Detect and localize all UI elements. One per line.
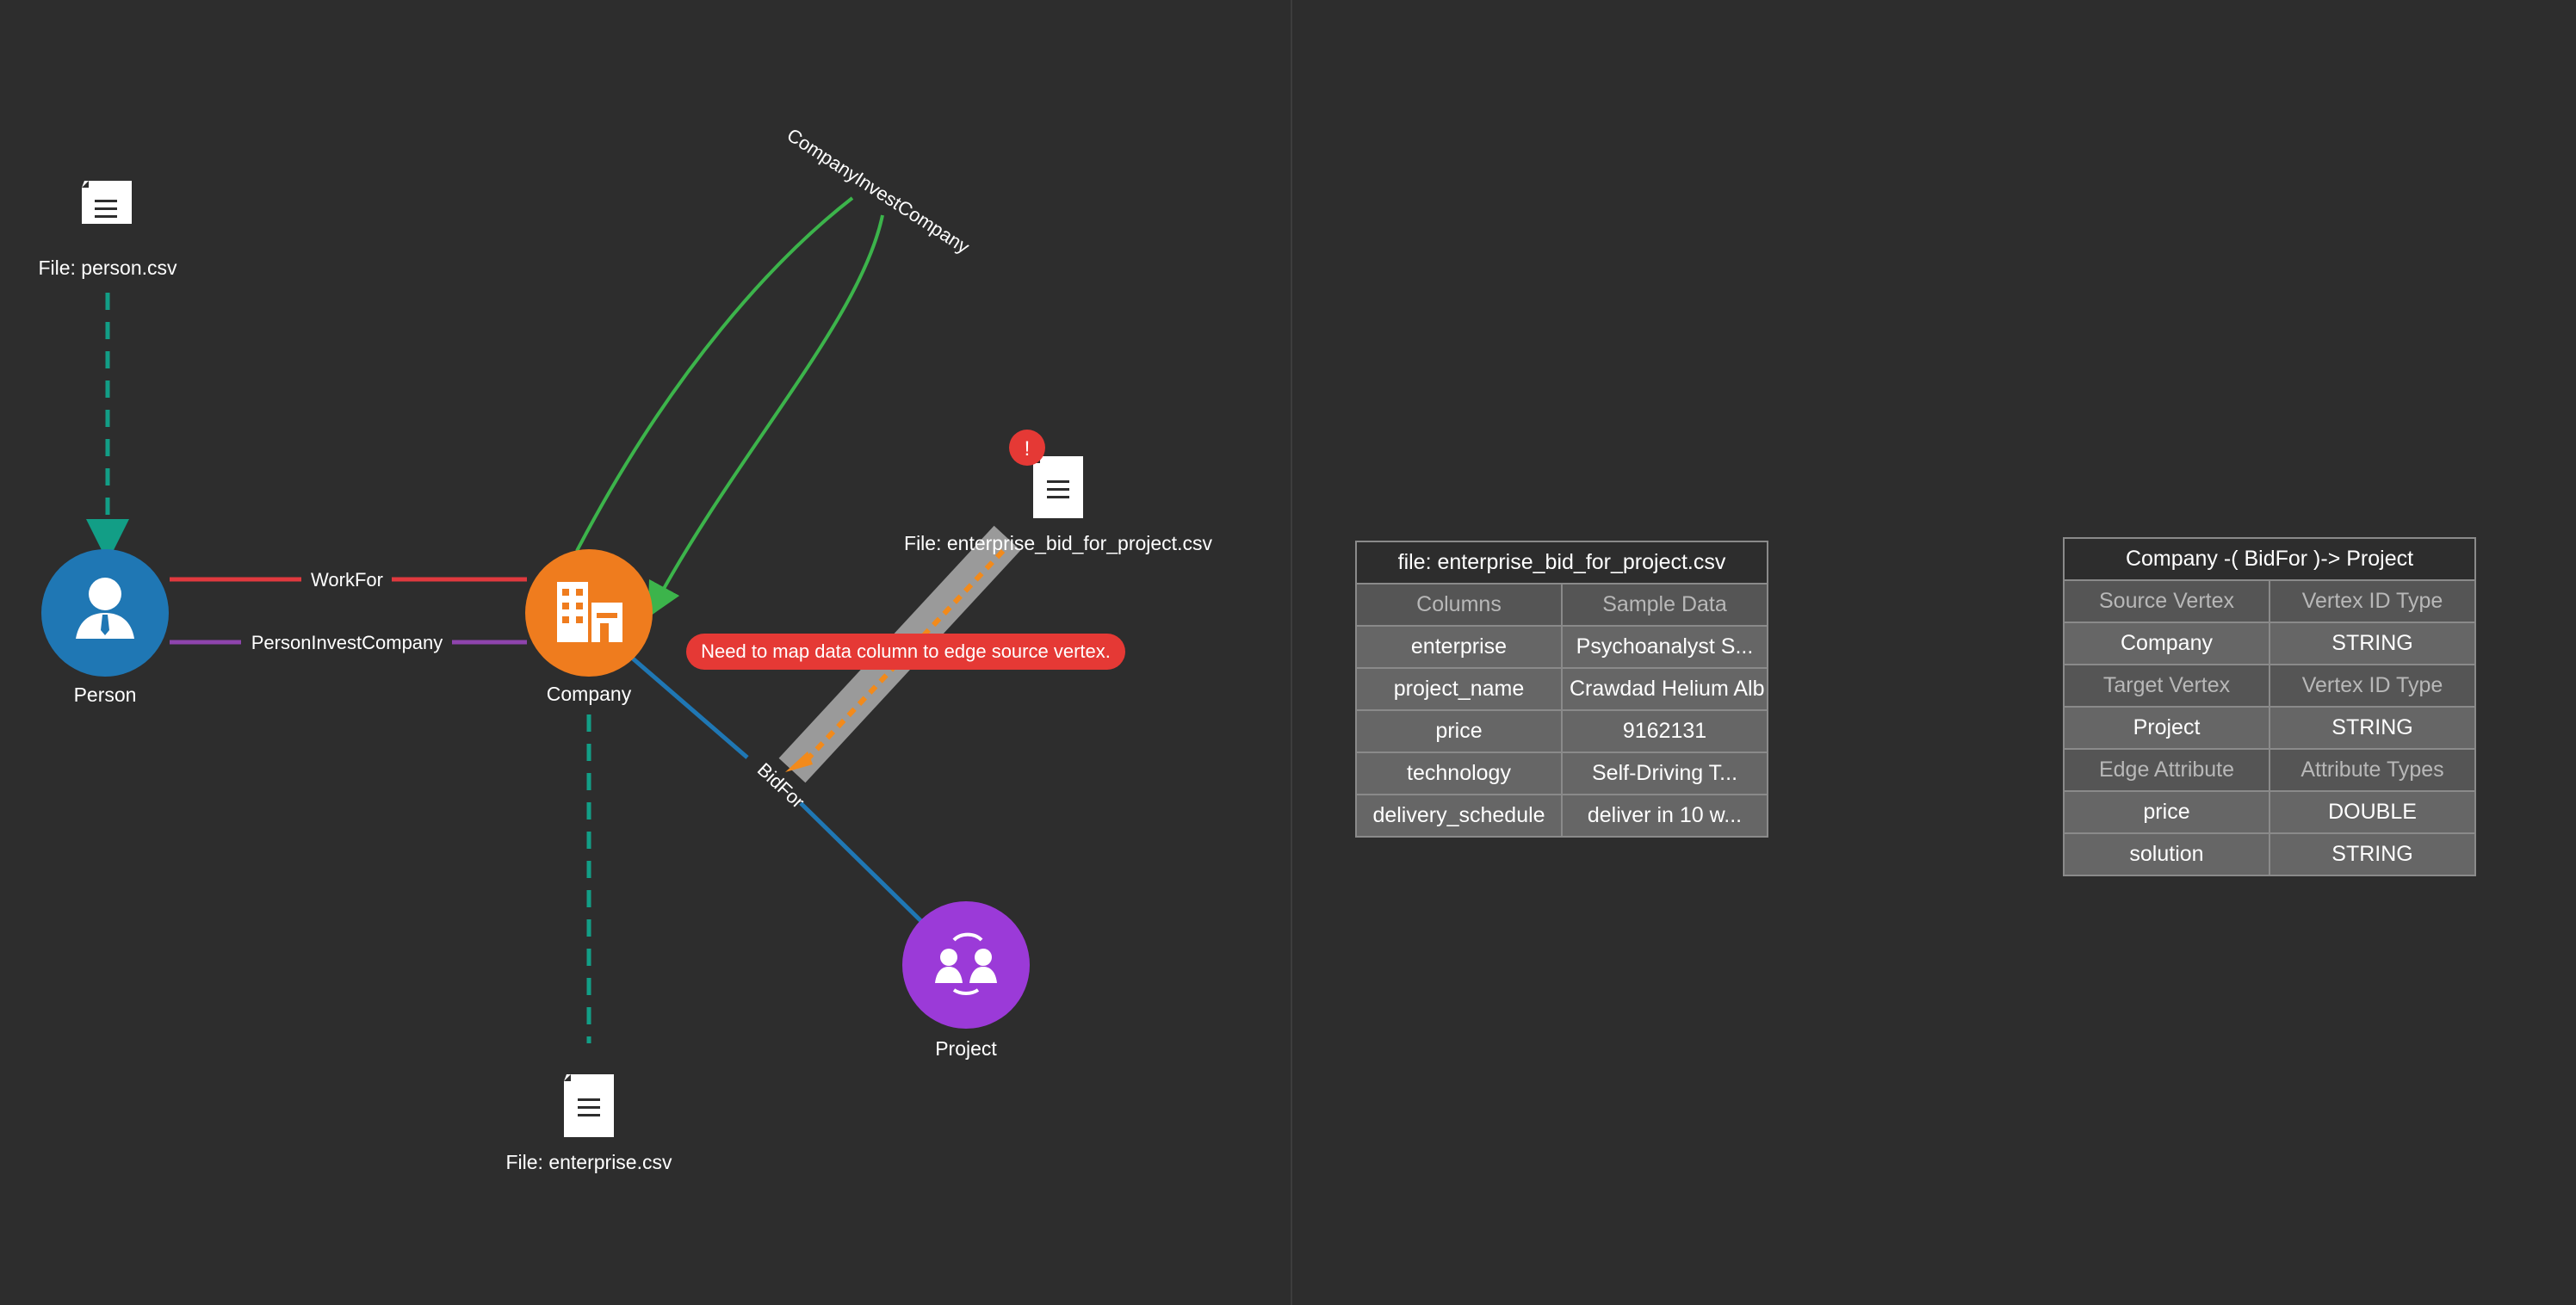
table-row[interactable]: delivery_schedule deliver in 10 w...: [1355, 794, 1768, 838]
column-name[interactable]: technology: [1355, 751, 1563, 795]
attribute-type-cell: STRING: [2269, 832, 2476, 876]
edge-mapping-table: Company -( BidFor )-> Project Source Ver…: [2063, 537, 2476, 876]
source-vertex-header: Source Vertex: [2063, 579, 2270, 623]
vertex-project[interactable]: Project: [902, 901, 1030, 1060]
edge-label-person-invest: PersonInvestCompany: [251, 632, 443, 653]
file-table-title: file: enterprise_bid_for_project.csv: [1355, 541, 1768, 584]
column-name[interactable]: enterprise: [1355, 625, 1563, 669]
edge-workfor[interactable]: WorkFor: [170, 569, 527, 591]
file-enterprise-csv[interactable]: File: enterprise.csv: [505, 1074, 672, 1173]
table-row[interactable]: enterprise Psychoanalyst S...: [1355, 625, 1768, 669]
edge-attribute-header: Edge Attribute: [2063, 748, 2270, 792]
team-icon: [935, 932, 997, 995]
table-row[interactable]: price 9162131: [1355, 709, 1768, 753]
mapping-table-title: Company -( BidFor )-> Project: [2063, 537, 2476, 581]
edge-company-invest-company-out[interactable]: [575, 196, 854, 552]
file-icon: [1033, 456, 1083, 518]
attribute-cell[interactable]: price: [2063, 790, 2270, 834]
file-label: File: person.csv: [38, 257, 177, 279]
target-vertex-header: Target Vertex: [2063, 664, 2270, 708]
id-type-cell: STRING: [2269, 706, 2476, 750]
table-row[interactable]: Project STRING: [2063, 706, 2476, 750]
sample-value: Crawdad Helium Alb: [1561, 667, 1768, 711]
panel-divider[interactable]: [1291, 0, 1292, 1305]
vertex-id-type-header: Vertex ID Type: [2269, 664, 2476, 708]
attribute-type-cell: DOUBLE: [2269, 790, 2476, 834]
sample-value: deliver in 10 w...: [1561, 794, 1768, 838]
vertex-label: Project: [935, 1037, 997, 1060]
file-label: File: enterprise.csv: [505, 1151, 672, 1173]
sample-value: 9162131: [1561, 709, 1768, 753]
vertex-company[interactable]: Company: [525, 549, 653, 705]
vertex-person[interactable]: Person: [41, 549, 169, 706]
warning-badge: [1009, 430, 1045, 466]
table-row[interactable]: project_name Crawdad Helium Alb: [1355, 667, 1768, 711]
attribute-cell[interactable]: solution: [2063, 832, 2270, 876]
file-sample-table: file: enterprise_bid_for_project.csv Col…: [1355, 541, 1768, 838]
column-header-sample: Sample Data: [1561, 583, 1768, 627]
table-row[interactable]: solution STRING: [2063, 832, 2476, 876]
column-name[interactable]: delivery_schedule: [1355, 794, 1563, 838]
building-icon: [557, 582, 622, 642]
column-name[interactable]: price: [1355, 709, 1563, 753]
target-vertex-cell[interactable]: Project: [2063, 706, 2270, 750]
file-label: File: enterprise_bid_for_project.csv: [904, 532, 1212, 554]
source-vertex-cell[interactable]: Company: [2063, 622, 2270, 665]
schema-graph-canvas[interactable]: File: person.csv CompanyInvestCompany Wo…: [0, 0, 1291, 1305]
error-message: Need to map data column to edge source v…: [701, 640, 1111, 662]
person-icon: [76, 578, 134, 639]
warning-badge-text: !: [1025, 437, 1031, 461]
table-row[interactable]: price DOUBLE: [2063, 790, 2476, 834]
sample-value: Psychoanalyst S...: [1561, 625, 1768, 669]
file-enterprise-bid-csv[interactable]: ! File: enterprise_bid_for_project.csv: [904, 430, 1212, 554]
file-person-csv[interactable]: File: person.csv: [38, 181, 177, 279]
error-tooltip: Need to map data column to edge source v…: [686, 634, 1125, 670]
edge-person-invest-company[interactable]: PersonInvestCompany: [170, 632, 527, 653]
attribute-types-header: Attribute Types: [2269, 748, 2476, 792]
column-name[interactable]: project_name: [1355, 667, 1563, 711]
file-icon: [564, 1074, 614, 1137]
vertex-label: Company: [547, 683, 632, 705]
vertex-id-type-header: Vertex ID Type: [2269, 579, 2476, 623]
table-row[interactable]: Company STRING: [2063, 622, 2476, 665]
edge-company-invest-company-in[interactable]: [647, 214, 884, 618]
sample-value: Self-Driving T...: [1561, 751, 1768, 795]
edge-label-workfor: WorkFor: [311, 569, 383, 591]
edge-label-company-invest: CompanyInvestCompany: [783, 124, 974, 258]
table-row[interactable]: technology Self-Driving T...: [1355, 751, 1768, 795]
column-header-columns: Columns: [1355, 583, 1563, 627]
id-type-cell: STRING: [2269, 622, 2476, 665]
vertex-label: Person: [74, 683, 137, 706]
